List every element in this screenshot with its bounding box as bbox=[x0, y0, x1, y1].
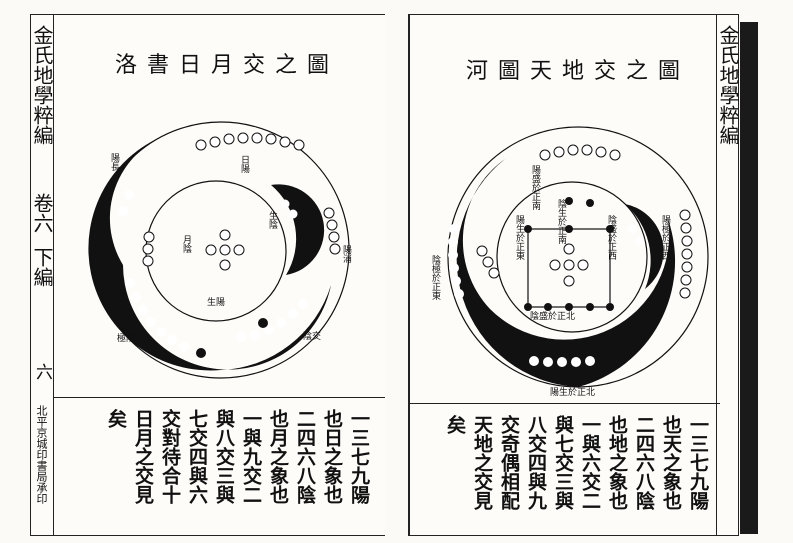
label-yang-sheng-zheng-bei: 陽生於正北 bbox=[550, 388, 596, 398]
book-title: 金氏地學粹編 bbox=[30, 25, 54, 145]
page-number: 六 bbox=[32, 363, 52, 380]
text-col-7: 七交四與六 bbox=[186, 409, 208, 504]
left-margin-strip: 金氏地學粹編 卷六 下編 六 北平京城印書局承印 bbox=[30, 15, 54, 535]
part-label: 下編 bbox=[30, 247, 54, 287]
black-tail-right bbox=[625, 204, 664, 289]
text-col-8: 交對待合十 bbox=[159, 409, 181, 504]
dots-right bbox=[323, 207, 341, 255]
text-col-r10: 矣 bbox=[444, 415, 466, 434]
diagram-title: 洛書日月交之圖 bbox=[115, 53, 340, 78]
label-yang-xiao: 陽消 bbox=[341, 245, 351, 263]
label-ji-yin: 極陰 bbox=[117, 334, 136, 344]
label-yin-sheng-zheng-xi: 陰盛於正西 bbox=[606, 215, 616, 260]
dots-black bbox=[196, 318, 268, 358]
text-col-r4: 也地之象也 bbox=[606, 415, 628, 510]
text-col-6: 與八交三與 bbox=[213, 409, 235, 504]
volume-label: 卷六 bbox=[30, 193, 54, 233]
label-yang-sheng-zheng-dong: 陽生於正東 bbox=[514, 215, 524, 260]
label-yang-sheng-zheng-nan: 陽盛於正南 bbox=[530, 165, 540, 210]
text-col-r8: 交奇偶相配 bbox=[498, 415, 520, 510]
text-col-r7: 八交四與九 bbox=[525, 415, 547, 510]
dots-top bbox=[195, 132, 305, 151]
dots-left bbox=[142, 231, 155, 267]
text-col-r2: 也天之象也 bbox=[660, 415, 682, 510]
text-col-2: 也日之象也 bbox=[321, 409, 343, 504]
dots-top-right bbox=[539, 144, 621, 161]
luoshu-sun-moon-diagram bbox=[88, 121, 350, 379]
label-yin-sheng-zheng-bei: 陰盛於正北 bbox=[530, 312, 576, 322]
label-ri-yang: 日陽 bbox=[239, 155, 249, 173]
label-yin-sheng-zheng-nan: 陰生於正南 bbox=[556, 199, 566, 244]
label-yin-jiao: 陰交 bbox=[303, 332, 322, 342]
text-divider bbox=[53, 397, 385, 398]
right-page: 河圖天地交之圖 bbox=[408, 14, 740, 536]
dots-left-right bbox=[476, 245, 500, 279]
publisher-imprint: 北平京城印書局承印 bbox=[35, 405, 48, 504]
dots-center bbox=[205, 229, 245, 271]
dots-on-black-right bbox=[448, 224, 645, 367]
square-corner-dots bbox=[524, 197, 614, 311]
diagram-title-right: 河圖天地交之圖 bbox=[466, 59, 691, 84]
text-col-1: 一三七九陽 bbox=[348, 409, 370, 504]
text-col-4: 也月之象也 bbox=[267, 409, 289, 504]
text-col-5: 一與九交二 bbox=[240, 409, 262, 504]
book-title-right: 金氏地學粹編 bbox=[716, 25, 740, 145]
dots-right-right bbox=[679, 209, 693, 299]
label-yue-yin: 月陰 bbox=[181, 235, 191, 253]
text-col-10: 矣 bbox=[105, 409, 127, 428]
label-yang-zhang: 陽長 bbox=[109, 153, 119, 171]
text-col-r3: 二四六八陰 bbox=[633, 415, 655, 510]
label-yin-ji-zheng-dong: 陰極於正東 bbox=[430, 255, 440, 300]
dots-center-right bbox=[549, 243, 589, 287]
right-margin-strip: 金氏地學粹編 bbox=[716, 15, 740, 535]
text-col-r6: 與七交三與 bbox=[552, 415, 574, 510]
black-crescent-right bbox=[456, 159, 676, 387]
book-edge-shadow bbox=[740, 22, 758, 534]
text-divider-right bbox=[410, 403, 720, 404]
text-col-3: 二四六八陰 bbox=[294, 409, 316, 504]
left-page: 金氏地學粹編 卷六 下編 六 北平京城印書局承印 洛書日月交之圖 bbox=[30, 14, 385, 536]
dots-on-black bbox=[118, 190, 308, 352]
text-col-9: 日月之交見 bbox=[132, 409, 154, 504]
text-col-r9: 天地之交見 bbox=[471, 415, 493, 510]
label-sheng-yin: 生陰 bbox=[267, 211, 277, 229]
text-col-r1: 一三七九陽 bbox=[687, 415, 709, 510]
hetu-heaven-earth-diagram bbox=[447, 126, 709, 388]
label-yang-ji-zheng-xi: 陽極於正西 bbox=[660, 215, 670, 260]
label-sheng-yang: 生陽 bbox=[207, 298, 226, 308]
black-tail bbox=[271, 184, 325, 275]
text-col-r5: 一與六交二 bbox=[579, 415, 601, 510]
